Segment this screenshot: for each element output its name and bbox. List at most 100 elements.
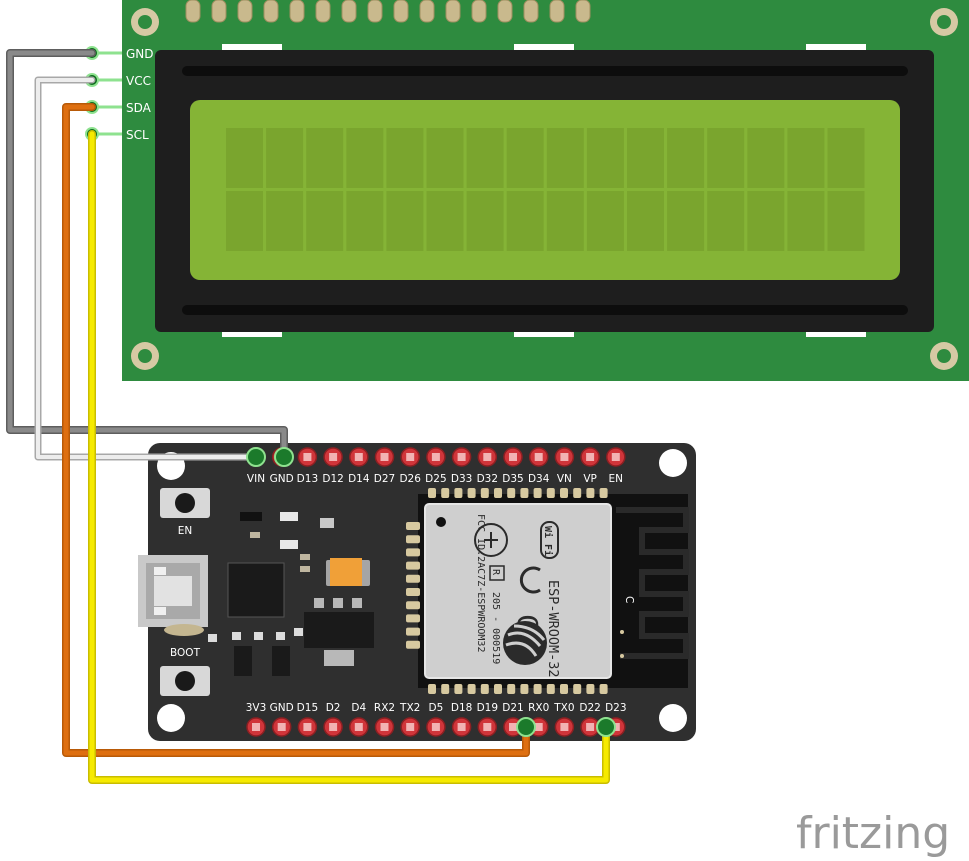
cert-block: R 205 - 000519: [489, 565, 505, 664]
module-pad: [599, 684, 608, 694]
wire-gnd[interactable]: [7, 50, 287, 460]
pin-pad-square: [354, 453, 363, 461]
lcd-i2c-pins: GND VCC SDA SCL: [85, 46, 154, 142]
pin-pad-square: [380, 453, 389, 461]
svg-text:R: R: [490, 569, 501, 576]
lcd-cell: [426, 191, 464, 251]
lcd-cell: [306, 191, 344, 251]
top-pin-label: D27: [374, 473, 395, 485]
module-shield: [424, 503, 612, 679]
bottom-pin-label: D23: [605, 702, 626, 714]
lcd-screen: [190, 100, 900, 280]
top-pin-label: D14: [348, 473, 370, 485]
lcd-cell: [747, 128, 785, 188]
pin-pad-square: [534, 453, 543, 461]
module-pad: [546, 684, 555, 694]
micro-usb-port[interactable]: [138, 555, 208, 636]
lcd-mounting-holes: [131, 8, 958, 370]
lcd-cell: [306, 128, 344, 188]
pin-pad-square: [483, 453, 492, 461]
lcd-cell: [787, 128, 825, 188]
bottom-pin-label: D2: [326, 702, 341, 714]
wire-vcc[interactable]: [36, 78, 258, 459]
lcd-cell: [226, 128, 263, 188]
lcd-cell: [506, 128, 544, 188]
module-pad: [573, 684, 582, 694]
wifi-logo: Wi Fi: [540, 521, 559, 559]
bottom-pin-label: D21: [502, 702, 523, 714]
module-pad: [406, 614, 420, 623]
bottom-pin-label: RX2: [374, 702, 395, 714]
lcd-cell: [226, 191, 263, 251]
lcd-cell: [667, 191, 705, 251]
lcd-cell: [386, 191, 424, 251]
lcd-cell: [827, 191, 865, 251]
lcd-pin-label-scl: SCL: [126, 128, 149, 142]
top-pin-label: GND: [270, 473, 294, 485]
wire-sda[interactable]: [63, 104, 529, 756]
lcd-cell: [627, 128, 664, 188]
gnd-connected-pad: [274, 447, 294, 467]
pin-pad-square: [509, 723, 517, 731]
pin-pad-square: [277, 723, 286, 731]
bottom-pin-label: D19: [477, 702, 498, 714]
wires: [6, 49, 610, 784]
module-pad: [454, 488, 463, 498]
module-pad: [586, 684, 595, 694]
lcd-cell: [346, 191, 384, 251]
bottom-pin-label: TX2: [399, 702, 420, 714]
module-pad: [520, 488, 529, 498]
boot-button[interactable]: BOOT: [160, 647, 210, 696]
bottom-pin-label: D4: [351, 702, 366, 714]
wire-scl[interactable]: [89, 131, 609, 783]
module-pad: [406, 561, 420, 570]
module-pad: [441, 488, 450, 498]
lcd-cell: [707, 128, 745, 188]
module-pad: [494, 684, 502, 694]
module-pad: [428, 488, 436, 498]
d22-connected-pad: [596, 717, 616, 737]
pin-pad-square: [329, 453, 338, 461]
module-pad: [546, 488, 555, 498]
fritzing-logo: fritzing: [796, 808, 950, 859]
module-pad: [406, 601, 420, 610]
pin-pad-square: [431, 453, 440, 461]
pin-pad-square: [303, 453, 312, 461]
module-pad: [406, 588, 420, 596]
pin-pad-square: [380, 723, 389, 731]
lcd-cell: [346, 128, 384, 188]
bottom-pin-label: 3V3: [246, 702, 267, 714]
pin-pad-square: [457, 723, 466, 731]
module-pad: [560, 684, 568, 694]
module-pad: [494, 488, 502, 498]
lcd-cell: [466, 128, 504, 188]
module-pad: [406, 548, 420, 557]
module-pad: [586, 488, 595, 498]
pin-pad-square: [354, 723, 363, 731]
bottom-pin-label: D15: [297, 702, 318, 714]
module-pad: [467, 488, 476, 498]
en-button[interactable]: EN: [160, 488, 210, 537]
lcd-cell: [707, 191, 745, 251]
lcd-character-grid: [226, 128, 865, 251]
top-pin-label: D34: [528, 473, 550, 485]
module-pad: [480, 684, 489, 694]
antenna-trace: [616, 507, 689, 659]
lcd-cell: [426, 128, 464, 188]
bottom-pin-label: GND: [270, 702, 294, 714]
bottom-pin-label: D5: [429, 702, 444, 714]
pin-pad-square: [252, 723, 260, 731]
top-pin-label: D12: [322, 473, 343, 485]
lcd-cell: [667, 128, 705, 188]
smd-components: [208, 512, 374, 676]
bottom-pin-label: TX0: [553, 702, 574, 714]
lcd-cell: [787, 191, 825, 251]
espressif-logo: [503, 621, 547, 665]
pin-pad-square: [483, 723, 492, 731]
boot-button-label: BOOT: [170, 647, 201, 659]
usb-uart-chip: [227, 562, 285, 618]
module-pad: [406, 574, 420, 583]
module-pad: [599, 488, 608, 498]
